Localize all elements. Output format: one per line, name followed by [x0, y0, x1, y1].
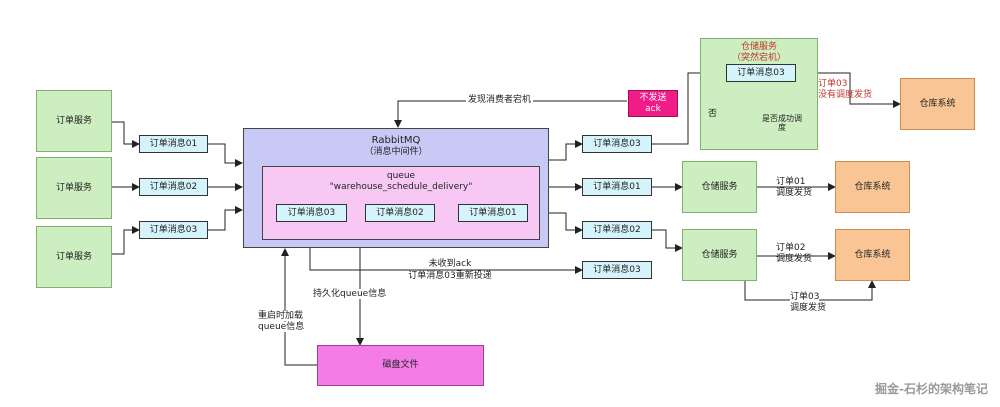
arrow-noack-rabbit: [394, 100, 627, 128]
arrow-rabbit-out02: [549, 212, 583, 234]
watermark: 掘金-石杉的架构笔记: [875, 382, 988, 396]
order-service-3: 订单服务: [36, 226, 112, 288]
queue-name: "warehouse_schedule_delivery": [329, 182, 473, 192]
decision-label: 是否成功调度: [762, 114, 802, 133]
order-service-1: 订单服务: [36, 90, 112, 152]
dispatch-label-2a: 订单02: [776, 243, 806, 253]
arrow-svc1-msg01: [112, 121, 140, 148]
rabbitmq-subtitle: （消息中间件）: [364, 147, 428, 157]
warehouse-service-1: 仓储服务: [682, 161, 757, 213]
reload-label-1: 重启时加载: [258, 311, 304, 322]
dispatch-label-1b: 调度发货: [776, 188, 813, 198]
consumer-down-label: 发现消费者宕机: [466, 95, 534, 106]
arrow-out02-wh: [652, 229, 683, 252]
crashed-service-message: 订单消息03: [726, 64, 796, 82]
reload-label-2: queue信息: [258, 322, 305, 333]
output-message-1: 订单消息03: [582, 135, 652, 153]
redeliver-label-2: 订单消息03重新投递: [408, 271, 492, 281]
dispatch-label-2b: 调度发货: [776, 254, 813, 264]
queue-item-2: 订单消息02: [365, 204, 435, 222]
arrow-msg01-rabbit: [208, 143, 243, 167]
dispatch-label-3b: 调度发货: [790, 303, 827, 313]
input-message-2: 订单消息02: [139, 178, 208, 196]
output-message-4: 订单消息03: [582, 261, 652, 279]
output-message-2: 订单消息01: [582, 178, 652, 196]
crashed-service-title: 仓储服务: [740, 42, 777, 52]
arrow-undelivered: [818, 72, 901, 108]
crashed-warehouse-service: 仓储服务 （突然宕机）: [700, 38, 818, 150]
arrow-reload: [281, 248, 317, 366]
no-ack-text: 不发送ack: [639, 92, 667, 114]
dispatch-label-1a: 订单01: [776, 177, 806, 187]
queue-title: queue: [386, 171, 416, 181]
arrow-svc3-msg03: [112, 226, 140, 255]
arrow-rabbit-out03: [549, 140, 583, 161]
redeliver-label-1: 未收到ack: [428, 259, 472, 269]
disk-file: 磁盘文件: [317, 345, 484, 386]
no-ack-box: 不发送ack: [628, 90, 678, 117]
decision-no-label: 否: [708, 109, 718, 119]
input-message-1: 订单消息01: [139, 135, 208, 153]
queue-container: queue "warehouse_schedule_delivery": [262, 166, 540, 240]
warehouse-system-2: 仓库系统: [835, 161, 910, 213]
queue-item-1: 订单消息03: [276, 204, 347, 222]
rabbitmq-title: RabbitMQ: [371, 135, 421, 146]
order-service-2: 订单服务: [36, 157, 112, 219]
crashed-service-subtitle: （突然宕机）: [731, 53, 786, 63]
undelivered-label-line1: 订单03: [818, 79, 848, 89]
input-message-3: 订单消息03: [139, 221, 208, 239]
output-message-3: 订单消息02: [582, 221, 652, 239]
queue-item-3: 订单消息01: [458, 204, 528, 222]
dispatch-label-3a: 订单03: [790, 292, 820, 303]
undelivered-label-line2: 没有调度发货: [818, 90, 873, 100]
warehouse-system-3: 仓库系统: [835, 229, 910, 281]
warehouse-system-1: 仓库系统: [900, 78, 975, 130]
arrow-msg03-rabbit: [208, 206, 243, 231]
persist-label: 持久化queue信息: [312, 289, 388, 300]
warehouse-service-2: 仓储服务: [682, 229, 757, 281]
